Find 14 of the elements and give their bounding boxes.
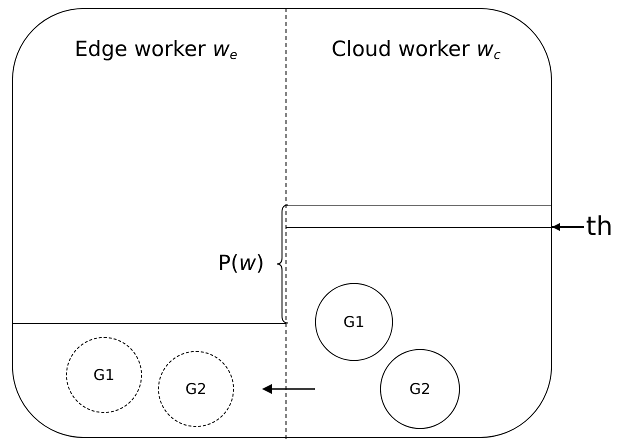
threshold-label: th — [586, 212, 613, 242]
node-label: G1 — [93, 366, 115, 384]
column-heading: Edge worker w$_{e}$ — [74, 39, 238, 62]
dashed-circle — [66, 337, 142, 413]
column-heading: Cloud worker w$_{c}$ — [331, 39, 501, 62]
circle-node — [380, 349, 460, 429]
node-label: G2 — [185, 380, 207, 398]
arrow — [552, 223, 584, 231]
circle-node — [315, 283, 393, 361]
rounded-container — [12, 8, 552, 438]
node-label: G1 — [343, 313, 365, 331]
node-label: G2 — [409, 380, 431, 398]
dashed-circle — [158, 351, 234, 427]
brace-label: P(w) — [218, 253, 264, 274]
